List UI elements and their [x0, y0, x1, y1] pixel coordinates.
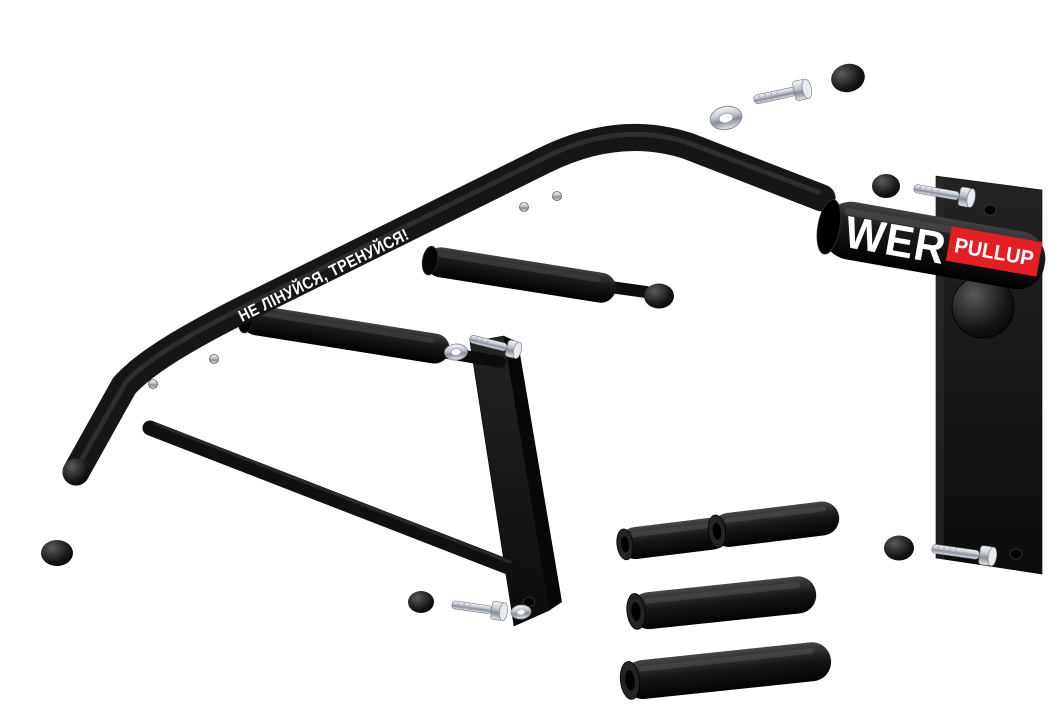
bolt-threads — [474, 336, 489, 346]
bracket-hole-top — [983, 204, 997, 216]
bolt-head-face — [966, 188, 976, 208]
grip-connector-right — [604, 281, 652, 298]
bar-screw — [552, 191, 562, 201]
wall-bracket-middle — [469, 335, 562, 627]
end-cap-bottom-right — [884, 535, 914, 561]
bolt-threads — [456, 602, 471, 611]
foam-grip-2 — [707, 501, 840, 549]
bolt-head-face — [512, 341, 522, 359]
foam-end-hole — [631, 602, 641, 621]
bolt-head-face — [987, 546, 998, 567]
bolt-threads — [936, 545, 957, 556]
main-handle-bar — [62, 123, 836, 486]
foam-highlight — [630, 522, 717, 538]
end-cap-top — [831, 63, 865, 93]
brand-tube: WER PULLUP — [816, 199, 1046, 290]
bracket-hole-bottom — [1009, 548, 1023, 560]
washer-bottom-middle — [510, 604, 532, 620]
end-cap-right — [872, 174, 900, 198]
foam-highlight — [724, 506, 826, 524]
foam-end-hole — [712, 522, 722, 540]
brand-badge — [945, 226, 1043, 277]
mounting-bolt-bottom-middle — [451, 600, 508, 621]
bolt-head-face — [498, 602, 508, 621]
mounting-bolt-top — [753, 78, 812, 104]
foam-highlight — [638, 648, 814, 672]
bolt-threads — [918, 186, 939, 196]
rail-highlight — [154, 422, 512, 564]
foam-end-hole — [625, 670, 635, 691]
bar-screw — [209, 354, 219, 364]
bolt-head-face — [801, 78, 812, 99]
main-bar-tube — [62, 123, 836, 486]
washer-top — [709, 105, 743, 131]
washer-middle — [444, 343, 468, 361]
rail-tube — [142, 420, 524, 578]
slogan-text: НЕ ЛІНУЙСЯ, ТРЕНУЙСЯ! — [235, 225, 412, 326]
foam-grip-4 — [619, 642, 832, 700]
end-cap-middle — [644, 283, 674, 309]
foam-body — [630, 576, 817, 630]
bracket-flange — [504, 336, 562, 610]
washer-hole — [450, 348, 462, 356]
foam-end-hole — [620, 536, 630, 553]
main-bar-highlight — [77, 131, 821, 465]
bracket-hole-bottom — [523, 597, 535, 607]
grip-highlight — [437, 252, 602, 283]
bolt-threads — [758, 91, 779, 103]
slogan: НЕ ЛІНУЙСЯ, ТРЕНУЙСЯ! — [235, 225, 412, 326]
lower-rail-tube — [142, 420, 524, 578]
foam-grip-3 — [626, 576, 817, 630]
brand-tube-end-opening — [816, 199, 842, 255]
end-cap-bottom-left — [41, 540, 73, 566]
mounting-bolt-middle — [469, 335, 522, 359]
bracket-plate-face — [469, 335, 551, 627]
bar-screw — [519, 202, 529, 212]
mounting-bolt-right — [913, 184, 976, 208]
washer-hole — [516, 608, 526, 616]
grip-end-cap — [421, 245, 439, 276]
bar-end-cap-left — [62, 458, 90, 486]
washer-hole — [718, 112, 734, 124]
bar-screw — [148, 379, 158, 389]
foam-grip-1 — [616, 517, 728, 561]
mounting-bolt-bottom-right — [931, 544, 998, 567]
foam-highlight — [644, 582, 801, 604]
right-grip-bar — [421, 245, 616, 303]
end-cap-bottom-middle — [408, 591, 434, 613]
grip-highlight — [253, 310, 435, 344]
